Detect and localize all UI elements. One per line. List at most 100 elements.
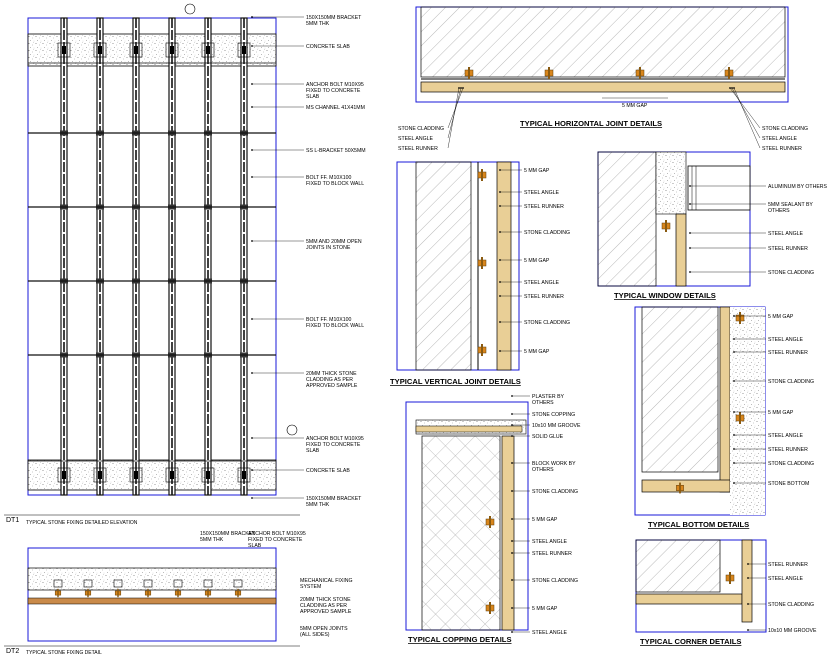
vertical-label: 5 MM GAP (524, 258, 550, 264)
vertical-label: 5 MM GAP (524, 349, 550, 355)
bracket-icon (129, 467, 143, 483)
plan-frame (27, 547, 277, 642)
bottom-label: STEEL ANGLE (768, 433, 804, 439)
bracket-icon (237, 42, 251, 58)
bracket-icon (201, 467, 215, 483)
elevation-label: CONCRETE SLAB (306, 468, 350, 474)
bracket-icon (237, 467, 251, 483)
elevation-frame (27, 17, 277, 496)
bottom-label: STONE CLADDING (768, 379, 814, 385)
corner-label: STEEL ANGLE (768, 576, 804, 582)
section-marker-icon (184, 3, 196, 15)
vertical-label: STONE CLADDING (524, 230, 570, 236)
corner-label: 10x10 MM GROOVE (768, 628, 817, 634)
horizontal-joint-detail: 5 MM GAP STONE CLADDING STEEL ANGLE STEEL … (398, 6, 808, 152)
bracket-icon (57, 467, 71, 483)
bracket-icon (165, 42, 179, 58)
horizontal-label: STONE CLADDING (762, 126, 808, 132)
elevation-label: SS L-BRACKET 50X5MM (306, 148, 366, 154)
copping-label: STONE COPPING (532, 412, 575, 418)
corner-label: STONE CLADDING (768, 602, 814, 608)
horizontal-label: STEEL ANGLE (762, 136, 798, 142)
vertical-channels (60, 17, 248, 496)
vertical-label: STONE CLADDING (524, 320, 570, 326)
horizontal-label: STONE CLADDING (398, 126, 444, 132)
horizontal-runners (28, 62, 276, 462)
elevation-label: MS CHANNEL 41X41MM (306, 105, 365, 111)
copping-label: STONE CLADDING (532, 489, 578, 495)
copping-label: 5 MM GAP (532, 606, 558, 612)
copping-label: 10x10 MM GROOVE (532, 423, 581, 429)
copping-label: STONE CLADDING (532, 578, 578, 584)
bracket-icon (93, 42, 107, 58)
bracket-icon (129, 42, 143, 58)
horizontal-title: TYPICAL HORIZONTAL JOINT DETAILS (520, 119, 662, 128)
bottom-label: 5 MM GAP (768, 314, 794, 320)
section-marker-icon (286, 424, 298, 436)
horizontal-label: STEEL RUNNER (398, 146, 438, 152)
bottom-concrete-slab (27, 459, 277, 491)
plan-title: TYPICAL STONE FIXING DETAIL (26, 650, 102, 656)
bracket-icon (93, 467, 107, 483)
bracket-icon (165, 467, 179, 483)
bracket-icon (57, 42, 71, 58)
brackets (57, 42, 251, 483)
vertical-label: 5 MM GAP (524, 168, 550, 174)
bottom-label: STONE BOTTOM (768, 481, 809, 487)
vertical-joint-detail: 5 MM GAP STEEL ANGLE STEEL RUNNER STONE CLA… (390, 161, 570, 386)
plan-brackets (53, 579, 243, 598)
vertical-label: STEEL ANGLE (524, 280, 560, 286)
plan-label: 5MM OPEN JOINTS(ALL SIDES) (300, 626, 348, 638)
window-label: ALUMINUM BY OTHERS (768, 184, 827, 190)
copping-label: SOLID GLUE (532, 434, 564, 440)
horizontal-label: STEEL RUNNER (762, 146, 802, 152)
window-label: STEEL ANGLE (768, 231, 804, 237)
gap-label: 5 MM GAP (622, 103, 648, 109)
copping-label: STEEL RUNNER (532, 551, 572, 557)
vertical-label: STEEL RUNNER (524, 204, 564, 210)
bottom-label: STONE CLADDING (768, 461, 814, 467)
corner-title: TYPICAL CORNER DETAILS (640, 637, 741, 646)
copping-label: STEEL ANGLE (532, 539, 568, 545)
window-label: STONE CLADDING (768, 270, 814, 276)
copping-title: TYPICAL COPPING DETAILS (408, 635, 512, 644)
top-concrete-slab (27, 33, 277, 67)
plan-tag: DT2 (6, 648, 19, 655)
corner-label: STEEL RUNNER (768, 562, 808, 568)
bottom-label: STEEL ANGLE (768, 337, 804, 343)
elevation-tag: DT1 (6, 517, 19, 524)
bottom-label: 5 MM GAP (768, 410, 794, 416)
bottom-title: TYPICAL BOTTOM DETAILS (648, 520, 749, 529)
horizontal-label: STEEL ANGLE (398, 136, 434, 142)
window-title: TYPICAL WINDOW DETAILS (614, 291, 716, 300)
vertical-label: STEEL ANGLE (524, 190, 560, 196)
bottom-label: STEEL RUNNER (768, 447, 808, 453)
bracket-icon (201, 42, 215, 58)
vertical-label: STEEL RUNNER (524, 294, 564, 300)
vertical-title: TYPICAL VERTICAL JOINT DETAILS (390, 377, 521, 386)
elevation-label: CONCRETE SLAB (306, 44, 350, 50)
copping-label: 5 MM GAP (532, 517, 558, 523)
